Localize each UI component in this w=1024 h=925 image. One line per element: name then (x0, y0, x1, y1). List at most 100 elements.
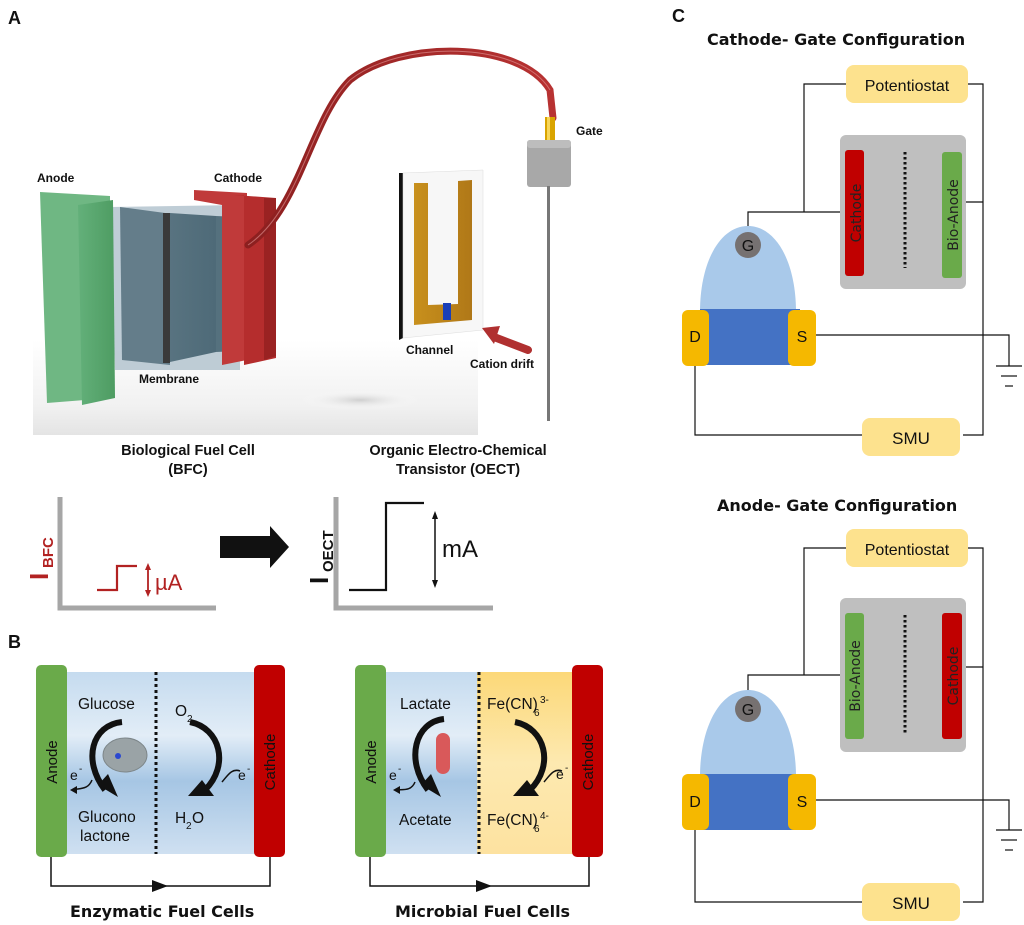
drain-contact (682, 310, 709, 366)
product-label-line2: lactone (80, 828, 130, 845)
cathode-electrode (254, 665, 285, 857)
bio-anode-electrode (942, 152, 962, 278)
config-title: Cathode- Gate Configuration (707, 30, 965, 49)
gate-wire (547, 186, 550, 421)
smu-label: SMU (892, 894, 930, 913)
config-title: Anode- Gate Configuration (717, 496, 957, 515)
bfc-title-line1: Biological Fuel Cell (121, 443, 255, 459)
external-circuit (50, 857, 271, 887)
oect-axes (333, 497, 493, 611)
bfc-axes (57, 497, 216, 611)
electron-label-cathode: e (556, 766, 564, 782)
catholyte (477, 672, 575, 854)
bfc-scale-label: µA (155, 570, 183, 595)
label-cathode: Cathode (214, 171, 262, 185)
source-label: S (797, 329, 808, 346)
microbial-title: Microbial Fuel Cells (395, 902, 570, 921)
panel-a: A (8, 8, 603, 611)
current-direction-arrow (476, 880, 492, 892)
gate-contact (735, 696, 761, 722)
channel-block (443, 303, 451, 320)
oxidation-arrow (412, 716, 445, 792)
reduction-arrow (189, 719, 223, 793)
potentiostat-label: Potentiostat (865, 542, 950, 559)
enzyme-icon (102, 737, 148, 773)
oect-axis-label: I (304, 577, 334, 584)
smu-box (862, 418, 960, 456)
svg-text:6: 6 (534, 824, 540, 835)
oect-title-line2: Transistor (OECT) (396, 462, 520, 478)
smu-label: SMU (892, 429, 930, 448)
drain-label: D (689, 794, 701, 811)
cathode-block (194, 190, 247, 365)
panel-letter-a: A (8, 8, 21, 28)
label-anode: Anode (37, 171, 75, 185)
potentiostat-box (846, 529, 968, 567)
anode-label: Anode (44, 740, 61, 783)
reduced-label: Fe(CN) (487, 812, 538, 829)
cathode-label: Cathode (580, 734, 597, 791)
anode-label: Anode (363, 740, 380, 783)
panel-letter-c: C (672, 6, 685, 26)
label-cation-drift: Cation drift (470, 357, 534, 371)
oxidant-label: O (175, 703, 187, 720)
source-contact (788, 310, 816, 366)
oect-axis-sub: OECT (320, 530, 337, 572)
smu-box (862, 883, 960, 921)
label-channel: Channel (406, 343, 453, 357)
fuel-cell-box (840, 598, 966, 752)
electron-label-anode: e (70, 767, 78, 783)
gate-contact (735, 232, 761, 258)
product-label-line1: Glucono (78, 809, 136, 826)
anode-electrode (36, 665, 67, 857)
panel-letter-b: B (8, 632, 21, 652)
channel (700, 774, 800, 830)
reduced-label: H (175, 810, 186, 827)
drain-contact (682, 774, 709, 830)
bacterium-icon (436, 733, 450, 774)
potentiostat-box (846, 65, 968, 103)
fuel-label: Glucose (78, 696, 135, 713)
svg-text:2: 2 (186, 821, 192, 832)
panel-c: C Cathode- Gate Configuration Potentiost… (672, 6, 1022, 921)
oxidant-label: Fe(CN) (487, 696, 538, 713)
svg-text:6: 6 (534, 708, 540, 719)
amplification-arrow (220, 526, 289, 568)
label-gate: Gate (576, 124, 603, 138)
oect-title-line1: Organic Electro-Chemical (369, 443, 546, 459)
svg-text:-: - (565, 763, 568, 774)
electrolyte-drop (700, 226, 796, 312)
right-electrode-label: Bio-Anode (946, 179, 962, 251)
cathode-gate-configuration: Cathode- Gate Configuration Potentiostat… (682, 30, 1022, 456)
svg-text:2: 2 (187, 714, 193, 725)
fuel-cell-box (840, 135, 966, 289)
oect-current-plot: mA I OECT (304, 497, 493, 611)
gate-cap (527, 140, 571, 187)
enzymatic-title: Enzymatic Fuel Cells (70, 902, 254, 921)
oect-scale-label: mA (442, 536, 478, 563)
left-electrode-label: Bio-Anode (848, 640, 864, 712)
svg-text:-: - (247, 764, 250, 775)
gate-electrode (527, 117, 571, 421)
bfc-title-line2: (BFC) (168, 462, 208, 478)
cathode-electrode (572, 665, 603, 857)
reduction-arrow (514, 719, 548, 793)
panel-b: B Anode Cathode Glucose Glucono lactone … (8, 632, 603, 921)
electron-label-anode: e (389, 767, 397, 783)
channel (700, 309, 800, 365)
product-label: Acetate (399, 812, 452, 829)
gate-label: G (742, 238, 754, 255)
potentiostat-label: Potentiostat (865, 78, 950, 95)
svg-text:-: - (79, 764, 82, 775)
current-direction-arrow (152, 880, 168, 892)
membrane (163, 213, 170, 363)
svg-text:3-: 3- (540, 695, 549, 706)
electrolyte (66, 672, 256, 854)
anode-gate-configuration: Anode- Gate Configuration Potentiostat B… (682, 496, 1022, 921)
fuel-label: Lactate (400, 696, 451, 713)
shadow (300, 390, 420, 410)
electrolyte-drop (700, 690, 796, 777)
electrodes (414, 180, 472, 325)
svg-text:-: - (398, 764, 401, 775)
